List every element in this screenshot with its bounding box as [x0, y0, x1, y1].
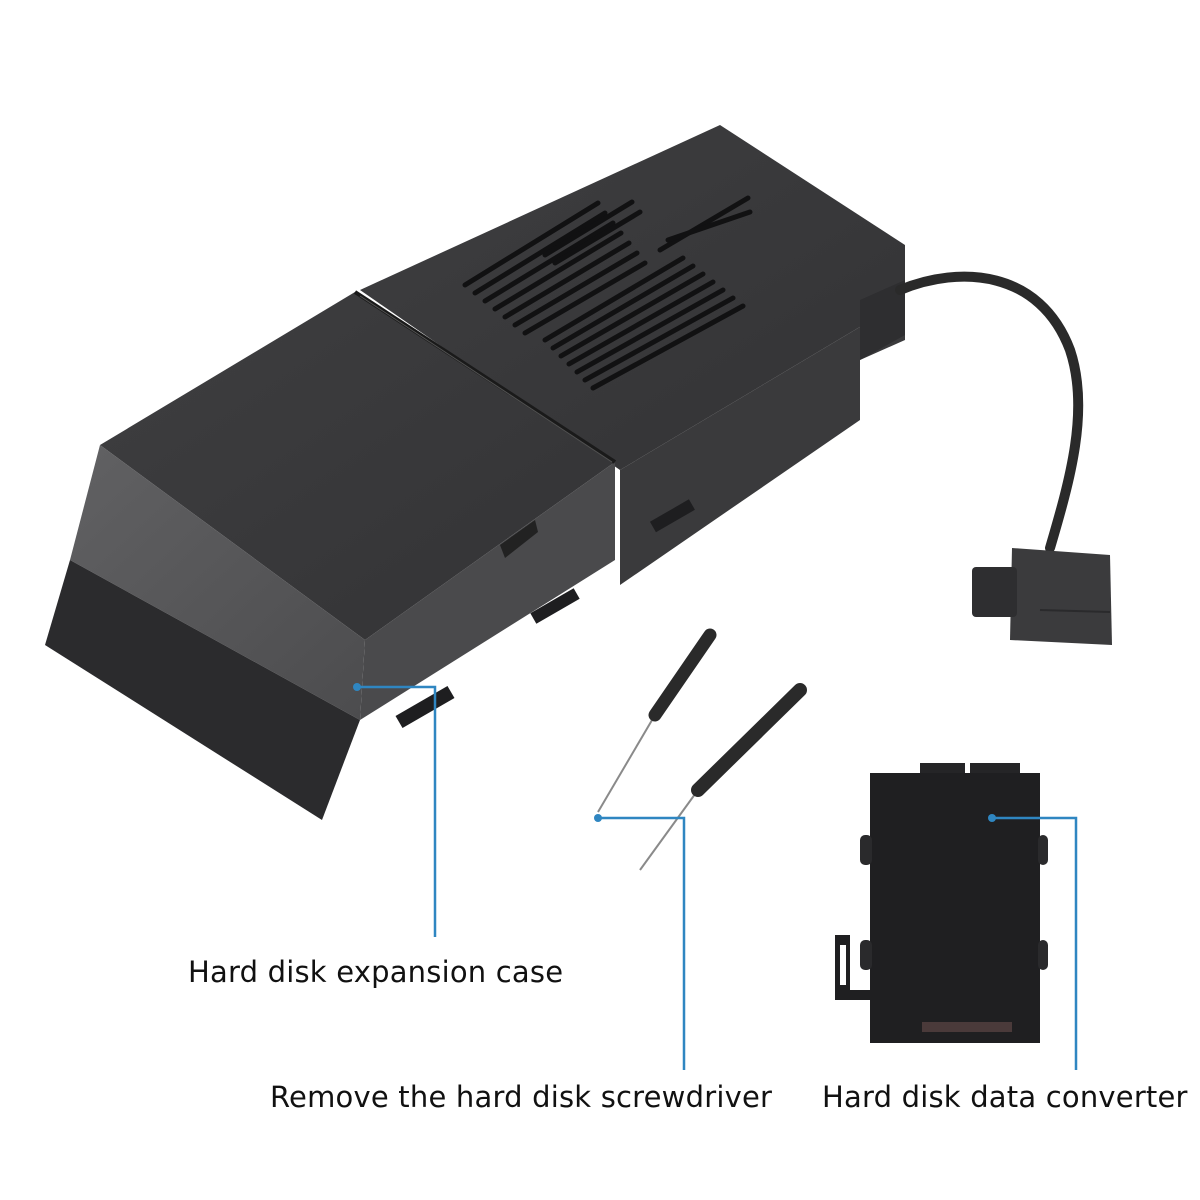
label-expansion-case: Hard disk expansion case: [188, 955, 564, 989]
case-tab: [500, 520, 538, 558]
screwdriver-shaft: [597, 714, 656, 813]
expansion-case: [45, 125, 905, 820]
case-front-panel: [70, 445, 365, 720]
label-screwdriver: Remove the hard disk screwdriver: [270, 1080, 773, 1114]
cable: [895, 271, 1084, 553]
case-foot: [395, 685, 455, 729]
converter-sata-port: [922, 1022, 1012, 1032]
cable-connector: [895, 271, 1112, 645]
label-data-converter: Hard disk data converter: [822, 1080, 1188, 1114]
case-front-side: [360, 462, 615, 720]
callout-dot-icon: [594, 814, 602, 822]
callout-screwdriver: [598, 816, 686, 1070]
vent-grille: [462, 200, 746, 391]
callout-lines: [357, 685, 1078, 1070]
case-rear-side: [620, 300, 905, 585]
converter-body: [870, 773, 1040, 1043]
callout-dot-icon: [988, 814, 996, 822]
connector-plug: [972, 567, 1017, 617]
connector-body: [1010, 548, 1112, 645]
case-bracket: [860, 280, 905, 360]
data-converter: [835, 763, 1048, 1043]
case-base: [45, 560, 360, 820]
screwdriver-handle: [648, 628, 717, 722]
case-seam: [353, 290, 617, 464]
callout-expansion-case: [357, 685, 437, 937]
screwdrivers: [597, 628, 807, 871]
callout-dot-icon: [353, 683, 361, 691]
callout-data-converter: [992, 816, 1078, 1070]
